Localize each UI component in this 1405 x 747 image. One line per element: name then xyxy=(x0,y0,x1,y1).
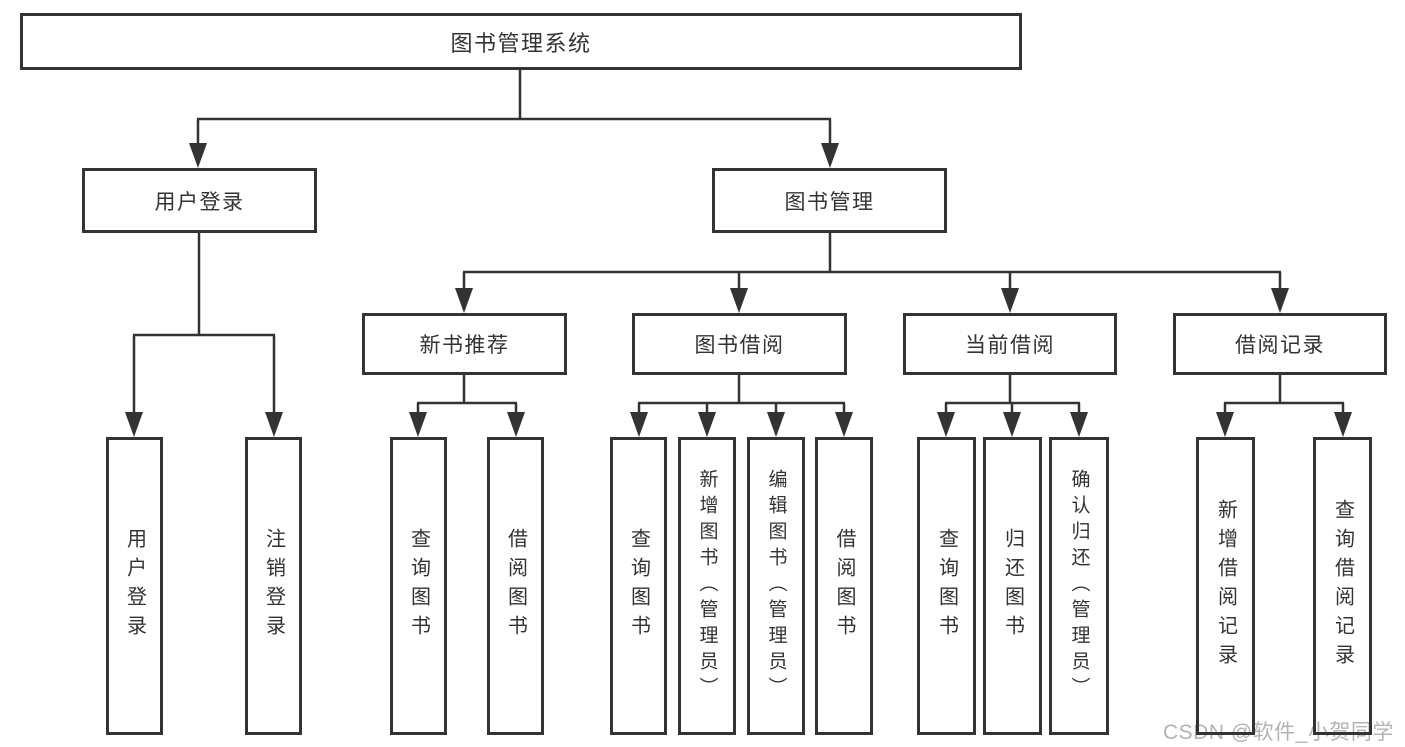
arrow-down-icon xyxy=(1334,412,1352,437)
leaf-label: 编辑图书（管理员） xyxy=(765,469,787,703)
arrow-down-icon xyxy=(630,412,648,437)
leaf-label: 用户登录 xyxy=(123,528,146,644)
arrow-down-icon xyxy=(835,412,853,437)
connector-lines xyxy=(132,69,1345,433)
node-current-borrow: 当前借阅 xyxy=(903,313,1117,375)
node-label: 图书管理系统 xyxy=(450,30,592,56)
arrow-down-icon xyxy=(409,412,427,437)
node-label: 用户登录 xyxy=(154,190,245,214)
node-label: 新书推荐 xyxy=(419,334,510,357)
leaf-add-book-admin: 新增图书（管理员） xyxy=(678,437,736,735)
leaf-user-login: 用户登录 xyxy=(106,437,163,735)
leaf-logout: 注销登录 xyxy=(245,437,302,735)
leaf-label: 注销登录 xyxy=(262,528,285,644)
node-root-library-system: 图书管理系统 xyxy=(20,13,1022,70)
leaf-label: 查询借阅记录 xyxy=(1331,499,1354,673)
leaf-add-borrow-record: 新增借阅记录 xyxy=(1196,437,1255,735)
csdn-watermark: CSDN @软件_小贺同学 xyxy=(1163,721,1394,744)
node-label: 当前借阅 xyxy=(965,334,1055,357)
leaf-query-borrow-record: 查询借阅记录 xyxy=(1313,437,1372,735)
leaf-label: 查询图书 xyxy=(627,528,650,644)
leaf-label: 查询图书 xyxy=(935,528,958,644)
arrow-down-icon xyxy=(1216,412,1234,437)
arrow-down-icon xyxy=(730,288,748,313)
arrow-down-icon xyxy=(937,412,955,437)
arrow-down-icon xyxy=(698,412,716,437)
leaf-return-book: 归还图书 xyxy=(983,437,1042,735)
node-book-borrow: 图书借阅 xyxy=(632,313,847,375)
node-new-book-recommend: 新书推荐 xyxy=(362,313,567,375)
leaf-label: 借阅图书 xyxy=(833,528,855,644)
arrow-down-icon xyxy=(1271,288,1289,313)
node-label: 借阅记录 xyxy=(1235,334,1325,357)
leaf-label: 新增图书（管理员） xyxy=(696,469,718,703)
node-borrow-record: 借阅记录 xyxy=(1173,313,1387,375)
node-user-login: 用户登录 xyxy=(82,168,317,233)
arrow-down-icon xyxy=(821,143,839,168)
leaf-borrow-book-recommend: 借阅图书 xyxy=(487,437,544,735)
leaf-label: 新增借阅记录 xyxy=(1214,499,1237,673)
leaf-label: 借阅图书 xyxy=(504,528,527,644)
leaf-query-book-current: 查询图书 xyxy=(917,437,976,735)
arrow-down-icon xyxy=(125,412,143,437)
node-book-management: 图书管理 xyxy=(712,168,947,233)
node-label: 图书借阅 xyxy=(694,334,785,357)
arrow-down-icon xyxy=(455,288,473,313)
arrow-down-icon xyxy=(1070,412,1088,437)
arrow-down-icon xyxy=(767,412,785,437)
leaf-borrow-book: 借阅图书 xyxy=(815,437,873,735)
arrow-down-icon xyxy=(1003,412,1021,437)
arrow-down-icon xyxy=(189,143,207,168)
leaf-confirm-return-admin: 确认归还（管理员） xyxy=(1049,437,1109,735)
node-label: 图书管理 xyxy=(784,190,875,214)
arrow-down-icon xyxy=(265,412,283,437)
leaf-label: 确认归还（管理员） xyxy=(1068,469,1090,703)
leaf-edit-book-admin: 编辑图书（管理员） xyxy=(747,437,805,735)
leaf-query-book-borrow: 查询图书 xyxy=(610,437,667,735)
leaf-query-book-recommend: 查询图书 xyxy=(390,437,447,735)
arrow-down-icon xyxy=(1001,288,1019,313)
leaf-label: 归还图书 xyxy=(1001,528,1024,644)
leaf-label: 查询图书 xyxy=(407,528,430,644)
arrow-down-icon xyxy=(507,412,525,437)
